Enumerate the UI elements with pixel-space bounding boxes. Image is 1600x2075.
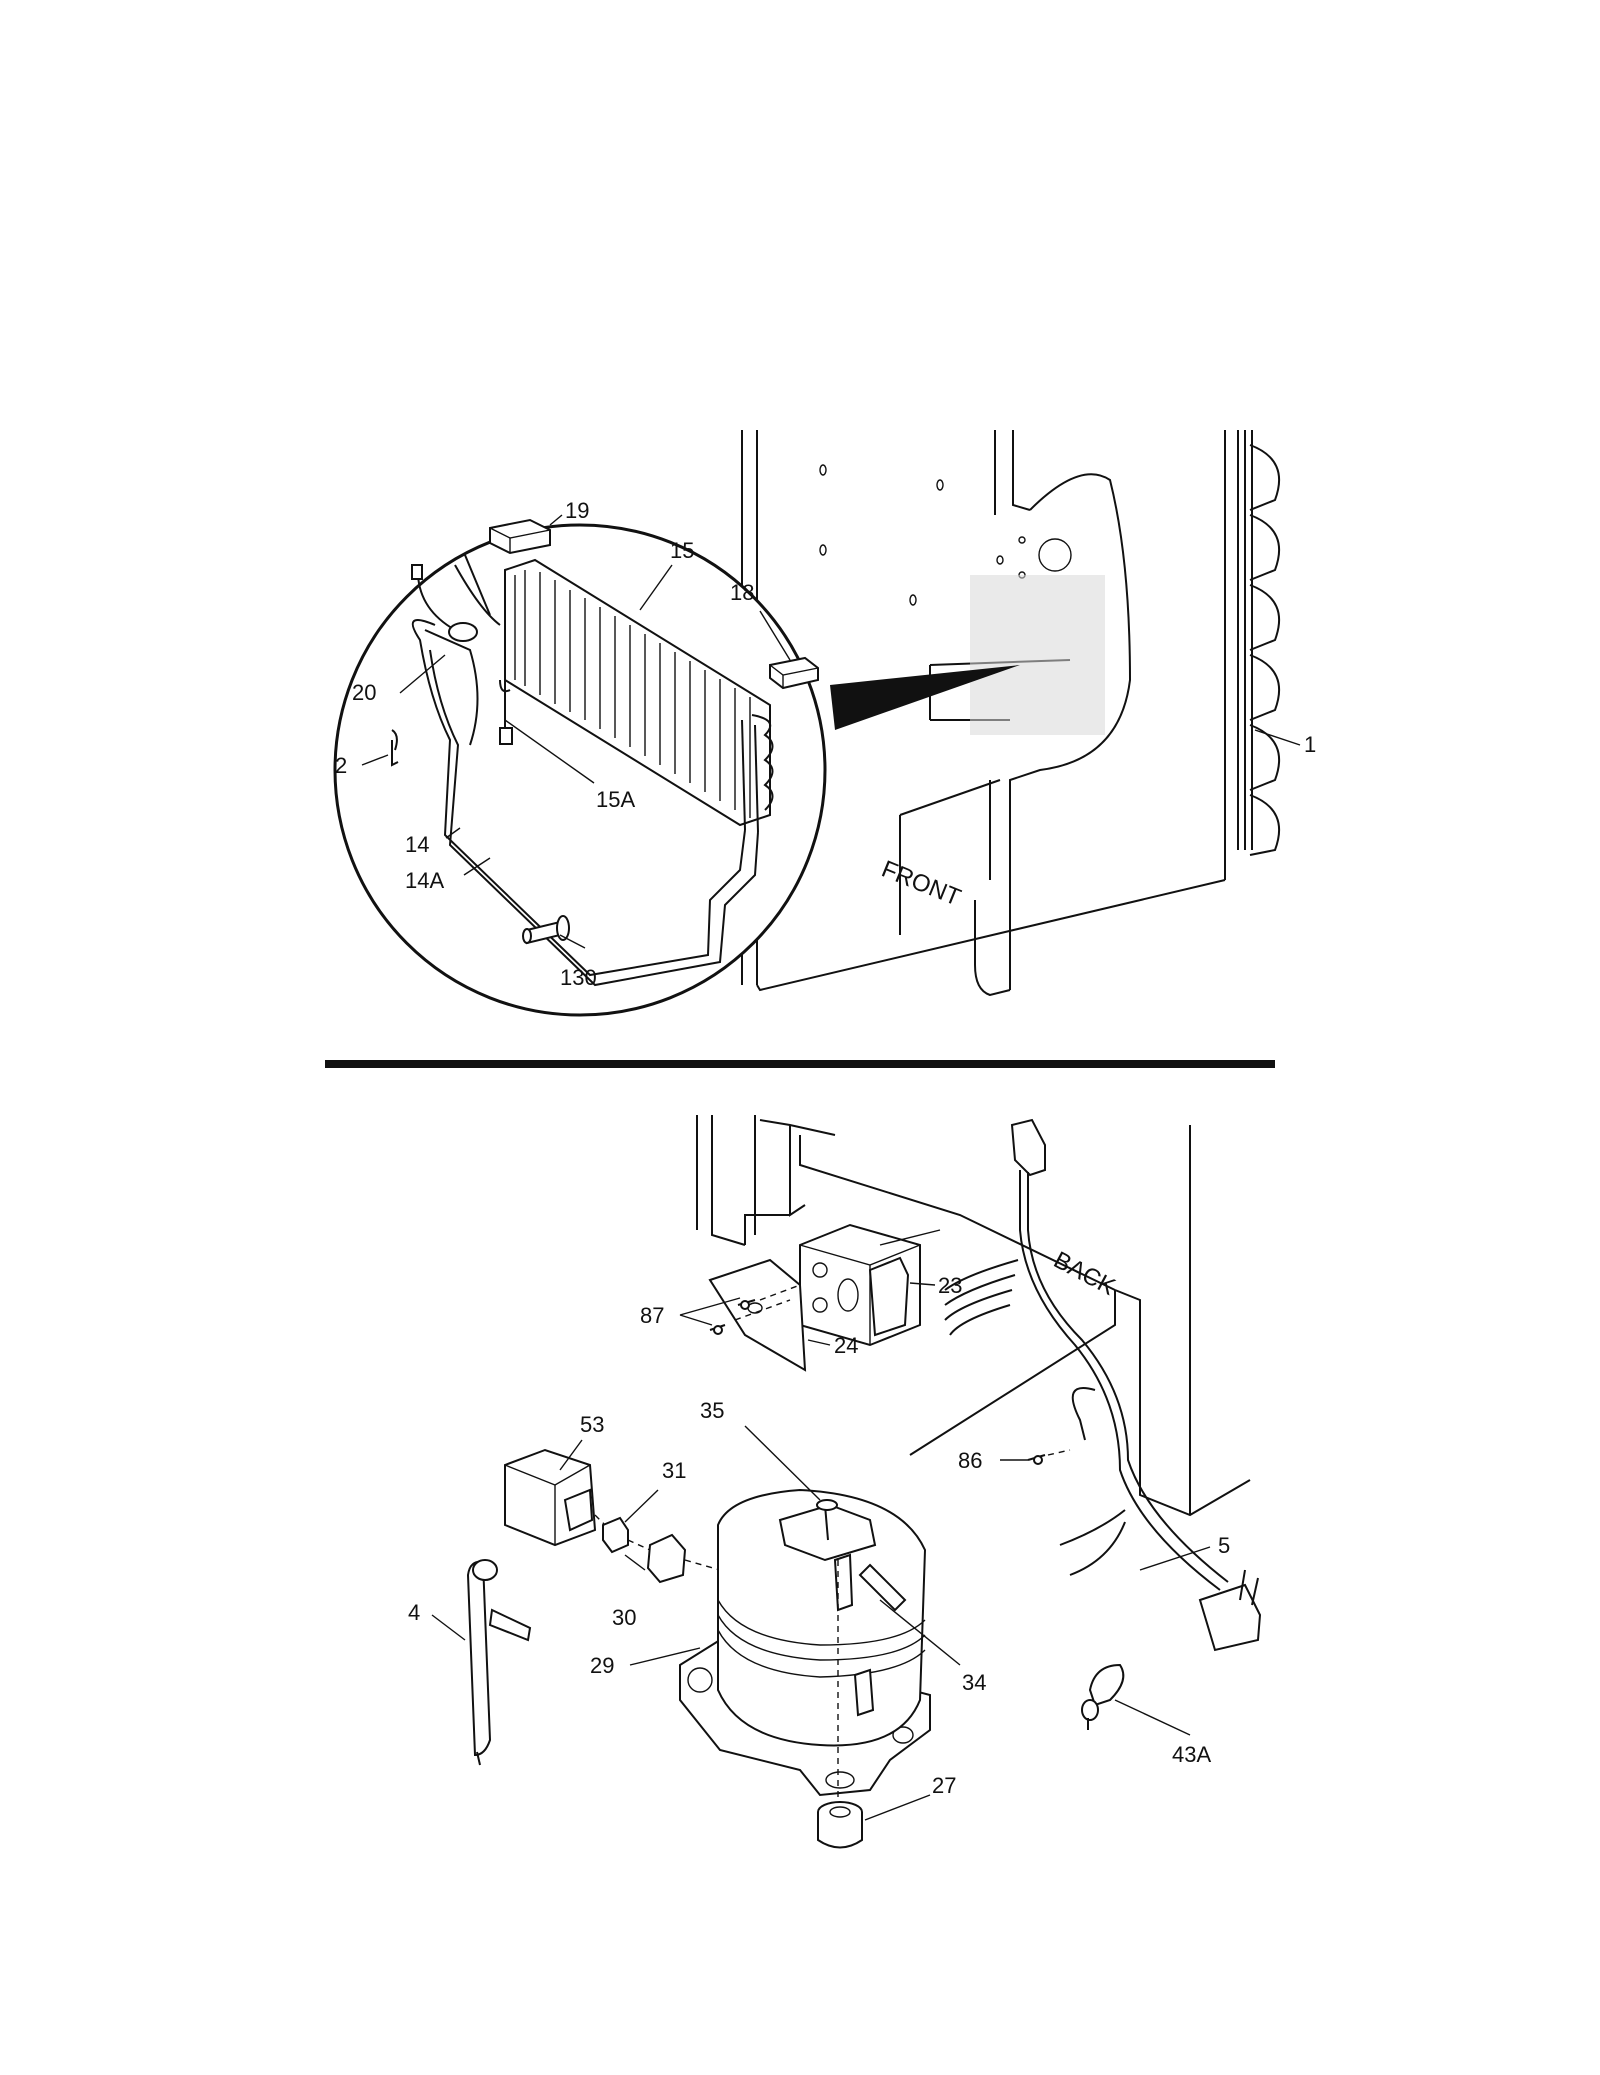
front-label: FRONT xyxy=(878,856,965,912)
label-14: 14 xyxy=(405,832,429,857)
condenser-coil xyxy=(1237,430,1280,856)
label-4: 4 xyxy=(408,1600,420,1625)
label-31: 31 xyxy=(662,1458,686,1483)
screw-87 xyxy=(709,1299,756,1335)
screw-86 xyxy=(1027,1449,1071,1465)
power-cord-5 xyxy=(944,1118,1262,1652)
thermostat-20 xyxy=(411,554,501,642)
evaporator-coil xyxy=(504,558,774,833)
clip-2 xyxy=(391,729,399,767)
detail-pointer xyxy=(830,665,1020,730)
label-20: 20 xyxy=(352,680,376,705)
label-27: 27 xyxy=(932,1773,956,1798)
upper-part-labels: 19 15 18 20 2 15A 14 14A 130 1 xyxy=(335,498,1316,990)
label-2: 2 xyxy=(335,753,347,778)
label-130: 130 xyxy=(560,965,597,990)
label-1: 1 xyxy=(1304,732,1316,757)
label-53: 53 xyxy=(580,1412,604,1437)
section-divider xyxy=(325,1060,1275,1068)
timer-bracket-24 xyxy=(708,1258,807,1372)
label-35: 35 xyxy=(700,1398,724,1423)
label-19: 19 xyxy=(565,498,589,523)
compressor-29 xyxy=(679,1488,931,1830)
lower-leader-lines xyxy=(431,1282,1211,1821)
label-86: 86 xyxy=(958,1448,982,1473)
label-34: 34 xyxy=(962,1670,986,1695)
lower-assembly: 23 87 24 53 35 31 86 5 4 30 29 34 43A 27… xyxy=(408,1115,1262,1849)
lower-part-labels: 23 87 24 53 35 31 86 5 4 30 29 34 43A 27 xyxy=(408,1273,1230,1798)
drier-4 xyxy=(466,1559,532,1766)
label-24: 24 xyxy=(834,1333,858,1358)
relay-30 xyxy=(627,1533,721,1584)
cabinet-base-outline xyxy=(696,1115,1251,1517)
clamp-43a xyxy=(1081,1663,1125,1730)
block-19 xyxy=(489,518,551,555)
upper-assembly: 19 15 18 20 2 15A 14 14A 130 1 FRONT xyxy=(333,430,1316,1017)
label-30: 30 xyxy=(612,1605,636,1630)
cabinet-outline xyxy=(741,430,1226,997)
grommet-27 xyxy=(817,1801,863,1849)
defrost-heater-15a xyxy=(499,625,513,745)
label-15: 15 xyxy=(670,538,694,563)
label-15a: 15A xyxy=(596,787,635,812)
upper-leader-lines xyxy=(361,514,1301,949)
label-18: 18 xyxy=(730,580,754,605)
defrost-timer-23 xyxy=(799,1223,941,1347)
relay-cover-53 xyxy=(504,1448,597,1547)
label-29: 29 xyxy=(590,1653,614,1678)
drain-plug-130 xyxy=(522,915,570,945)
label-43a: 43A xyxy=(1172,1742,1211,1767)
detail-magnifier-circle xyxy=(333,523,827,1017)
label-14a: 14A xyxy=(405,868,444,893)
label-23: 23 xyxy=(938,1273,962,1298)
label-87: 87 xyxy=(640,1303,664,1328)
tubing xyxy=(411,619,746,977)
back-label: BACK xyxy=(1049,1246,1119,1301)
label-5: 5 xyxy=(1218,1533,1230,1558)
overload-31 xyxy=(594,1514,629,1554)
block-18 xyxy=(769,656,819,690)
